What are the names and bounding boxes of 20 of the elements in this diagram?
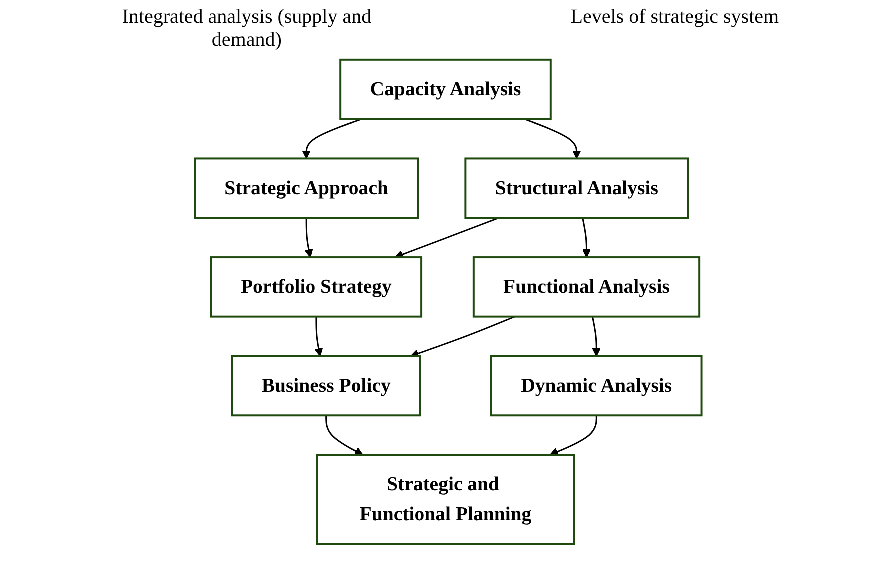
arrow <box>394 217 500 259</box>
arrow <box>582 218 591 258</box>
arrow <box>549 416 597 456</box>
node-box: Capacity Analysis <box>339 58 552 120</box>
arrow <box>302 118 362 160</box>
node-box: Portfolio Strategy <box>210 256 422 318</box>
arrow <box>410 316 515 358</box>
node-box: Functional Analysis <box>472 256 700 318</box>
arrow <box>304 218 313 258</box>
arrow <box>325 416 364 456</box>
column-heading: Levels of strategic system <box>570 6 780 30</box>
column-heading: Integrated analysis (supply and demand) <box>121 6 373 52</box>
arrow <box>314 316 323 357</box>
node-box: Strategic Approach <box>194 158 419 219</box>
node-box: Strategic and Functional Planning <box>316 454 575 546</box>
arrow <box>592 316 601 357</box>
node-box: Structural Analysis <box>464 158 689 219</box>
node-box: Dynamic Analysis <box>490 355 702 417</box>
arrow <box>524 118 581 160</box>
node-box: Business Policy <box>230 355 422 417</box>
